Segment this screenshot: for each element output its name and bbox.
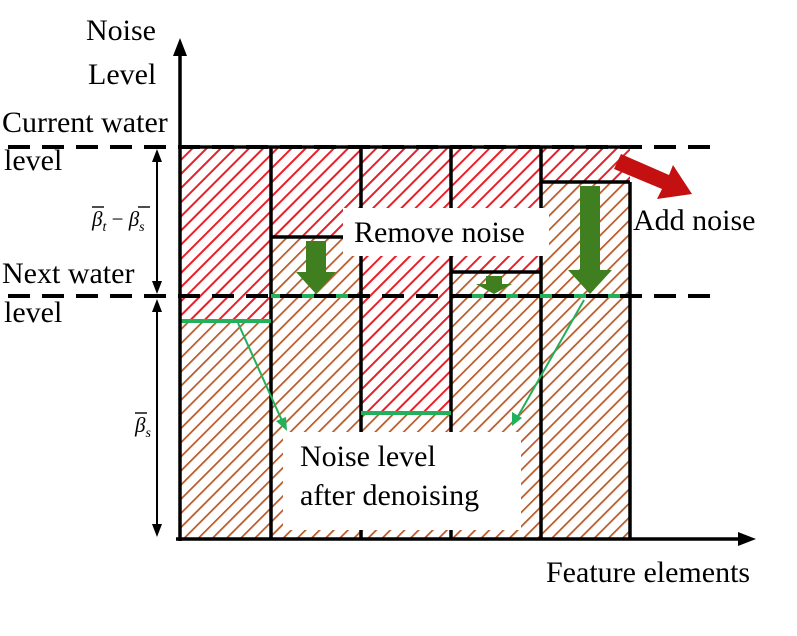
range-bottom-math-label: βs	[134, 412, 151, 441]
down-arrow-icon	[476, 276, 512, 294]
next-water-level-label-line2: level	[4, 296, 62, 329]
x-axis-arrowhead-icon	[738, 532, 756, 546]
y-axis-label-line2: Level	[88, 58, 156, 91]
down-arrow-icon	[296, 241, 336, 294]
bar-3-noise	[361, 147, 451, 413]
bar-1-signal	[180, 321, 271, 539]
axes	[173, 38, 756, 546]
svg-text:βs: βs	[134, 413, 151, 441]
after-denoising-label-line2: after denoising	[300, 479, 479, 512]
y-axis-label-line1: Noise	[86, 14, 156, 47]
range-arrows	[152, 149, 162, 537]
bar-1-noise	[180, 147, 271, 321]
next-water-level-label-line1: Next water	[2, 257, 134, 290]
down-arrow-icon	[568, 186, 612, 294]
remove-noise-arrows	[296, 186, 612, 294]
range-top-math-label: βt − βs	[91, 206, 150, 235]
x-axis-label: Feature elements	[546, 556, 750, 589]
current-water-level-label-line1: Current water	[2, 106, 168, 139]
svg-text:βt − βs: βt − βs	[91, 207, 145, 235]
bar-5-noise	[541, 147, 630, 182]
y-axis-arrowhead-icon	[173, 38, 187, 56]
after-denoising-label-line1: Noise level	[300, 440, 436, 473]
after-denoising-label-box	[283, 432, 521, 530]
pointer-lines	[237, 299, 585, 431]
right-arrow-icon	[614, 154, 692, 199]
add-noise-label: Add noise	[633, 204, 756, 237]
remove-noise-label: Remove noise	[354, 216, 525, 249]
remove-noise-label-box	[343, 208, 549, 256]
current-water-level-label-line2: level	[4, 144, 62, 177]
